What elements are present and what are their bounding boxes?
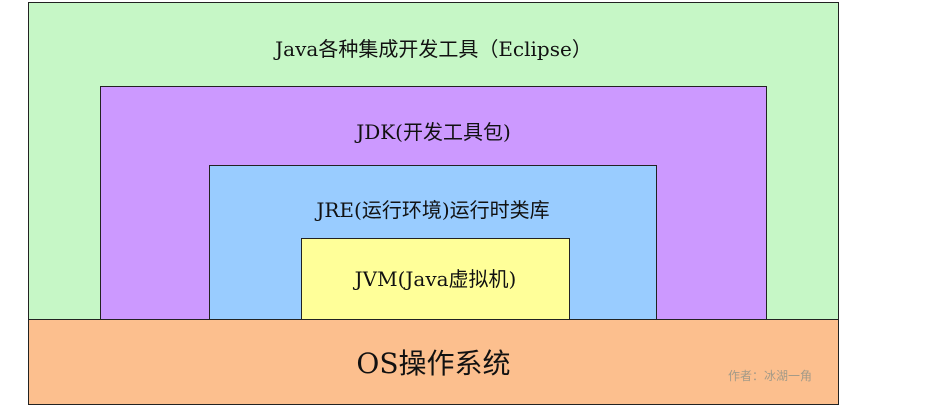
os-layer-label: OS操作系统 xyxy=(356,347,511,380)
jre-layer-label: JRE(运行环境)运行时类库 xyxy=(316,198,550,222)
ide-layer-label: Java各种集成开发工具（Eclipse） xyxy=(275,37,592,61)
author-watermark: 作者：冰湖一角 xyxy=(727,369,812,383)
jvm-layer: JVM(Java虚拟机) xyxy=(301,238,570,322)
jvm-layer-label: JVM(Java虚拟机) xyxy=(354,267,517,291)
os-layer: OS操作系统 作者：冰湖一角 xyxy=(28,319,839,405)
jdk-layer-label: JDK(开发工具包) xyxy=(356,120,511,144)
